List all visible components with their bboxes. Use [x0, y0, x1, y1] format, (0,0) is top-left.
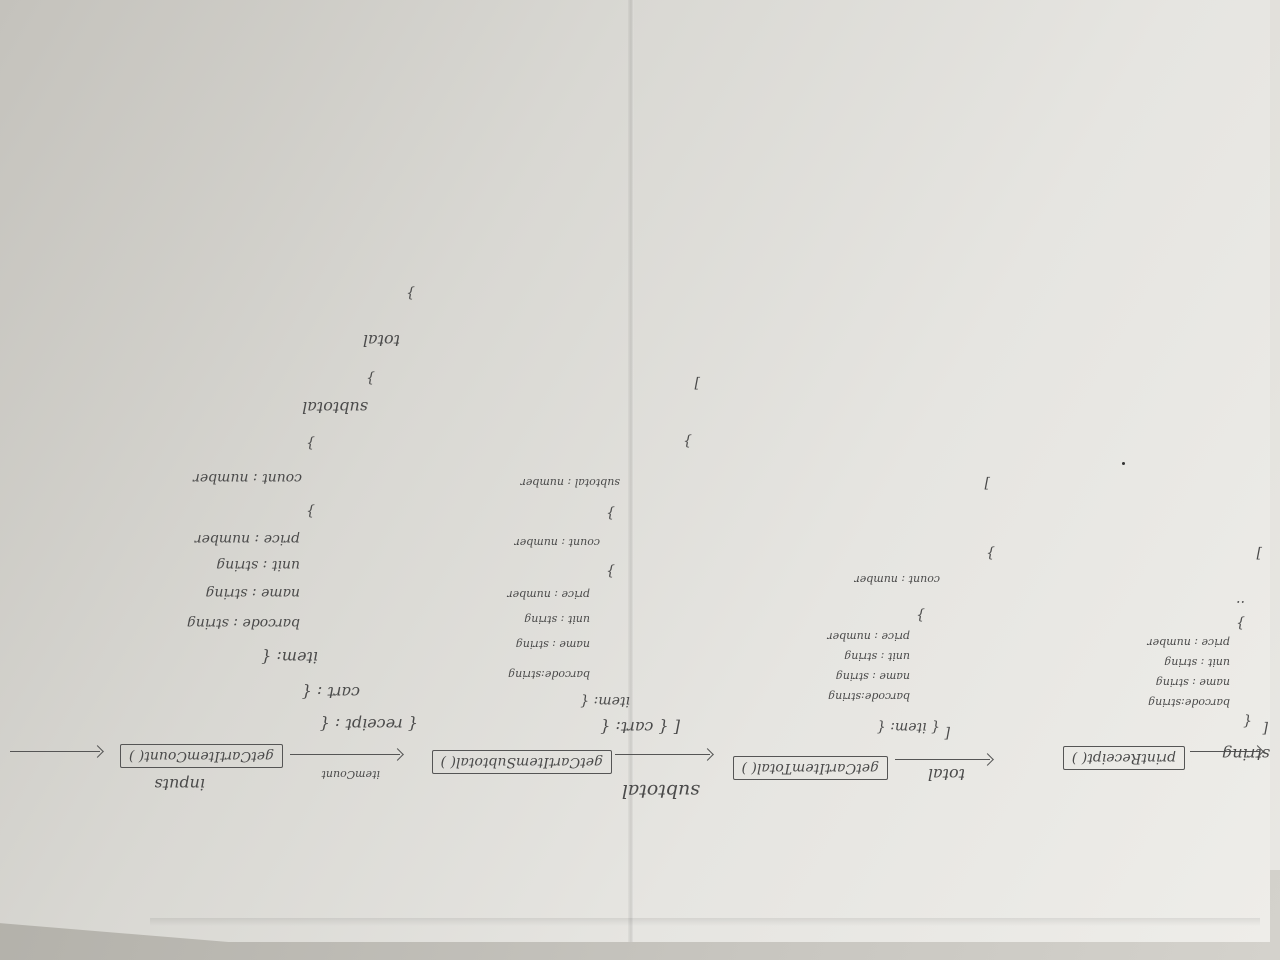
input-line: unit : string: [1164, 656, 1230, 669]
count-line: }: [986, 545, 995, 561]
input-close-bracket: ]: [1256, 545, 1262, 561]
arrow-subtotal-to-total: [615, 754, 710, 755]
count-line: name : string: [835, 670, 910, 683]
subtotal-line: item: {: [580, 693, 630, 709]
arrow-inputs-to-count: [10, 751, 100, 752]
subtotal-line: name : string: [515, 638, 590, 651]
subtotal-line: }: [683, 433, 692, 449]
count-line: { item: {: [876, 719, 940, 735]
paper-sheet: [0, 0, 1270, 942]
subtotal-line: price : number: [507, 588, 590, 601]
arrow-total-to-print: [895, 759, 990, 760]
receipt-line: count : number: [193, 470, 302, 486]
receipt-line: item: {: [261, 648, 318, 667]
subtotal-close-bracket: ]: [694, 375, 700, 391]
receipt-line: barcode : string: [186, 615, 300, 631]
arrow-count-to-subtotal: [290, 754, 400, 755]
receipt-line: price : number: [194, 531, 300, 547]
edge-label-item-count: itemCount: [321, 768, 380, 781]
receipt-line: unit : string: [216, 557, 300, 573]
receipt-line: }: [306, 503, 315, 519]
edge-label-output: string: [1222, 745, 1270, 764]
subtotal-line: [ { cart: {: [600, 718, 680, 737]
function-box-getcartitemcount: getCartItemCount( ): [119, 744, 283, 768]
receipt-line: }: [406, 285, 415, 301]
input-line: [: [1262, 720, 1268, 736]
function-box-getcartitemtotal: getCartItemTotal( ): [732, 756, 888, 780]
receipt-line: subtotal: [302, 398, 368, 417]
count-line: price : number: [827, 630, 910, 643]
count-line: barcode:string: [828, 690, 910, 703]
inputs-label: inputs: [154, 775, 205, 794]
receipt-line: }: [306, 435, 315, 451]
paper-edge-shadow: [150, 918, 1260, 926]
function-box-printreceipt: printReceipt( ): [1062, 746, 1185, 770]
count-line: count : number: [854, 573, 940, 586]
count-close-bracket: ]: [984, 475, 990, 491]
subtotal-line: }: [606, 563, 615, 579]
function-box-getcartitemsubtotal: getCartItemSubtotal( ): [431, 750, 612, 774]
count-line: }: [916, 607, 925, 623]
subtotal-line: unit : string: [524, 613, 590, 626]
input-line: {: [1243, 713, 1252, 729]
input-line: ..: [1236, 597, 1245, 613]
receipt-line: cart : {: [301, 683, 360, 702]
receipt-line: total: [362, 331, 400, 350]
subtotal-line: }: [606, 505, 615, 521]
subtotal-line: barcode:string: [508, 668, 590, 681]
count-line: unit : string: [844, 650, 910, 663]
paper-fold-line: [628, 0, 634, 942]
receipt-line: }: [366, 370, 375, 386]
input-line: }: [1236, 615, 1245, 631]
input-line: price : number: [1147, 636, 1230, 649]
receipt-line: { receipt : {: [319, 715, 418, 734]
subtotal-line: subtotal : number: [520, 476, 620, 489]
receipt-line: name : string: [205, 585, 301, 601]
ink-dot: [1122, 462, 1125, 465]
input-line: name : string: [1155, 676, 1230, 689]
edge-label-subtotal: subtotal: [621, 780, 700, 802]
count-line: [: [944, 725, 950, 741]
subtotal-line: count : number: [514, 536, 600, 549]
edge-label-total: total: [927, 765, 965, 784]
input-line: barcode:string: [1148, 696, 1230, 709]
